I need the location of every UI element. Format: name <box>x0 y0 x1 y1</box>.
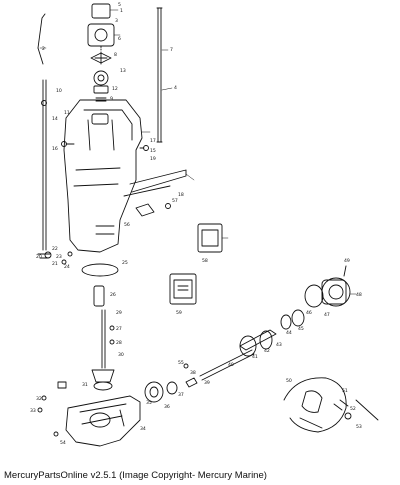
propeller-shaft <box>144 349 255 403</box>
callout-10: 10 <box>56 88 62 94</box>
lower-gear-case <box>37 381 141 447</box>
callout-20: 20 <box>36 254 42 260</box>
callout-42: 42 <box>264 348 270 354</box>
callout-51: 51 <box>342 388 348 394</box>
callout-48: 48 <box>356 292 362 298</box>
callout-9: 9 <box>110 96 113 102</box>
callout-31: 31 <box>82 382 88 388</box>
callout-2: 2 <box>42 46 45 52</box>
callout-16: 16 <box>52 146 58 152</box>
callout-3: 3 <box>115 18 118 24</box>
callout-43: 43 <box>276 342 282 348</box>
callout-36: 36 <box>164 404 170 410</box>
callout-23: 23 <box>56 254 62 260</box>
pinion-shaft <box>91 285 115 391</box>
callout-46: 46 <box>306 310 312 316</box>
o-ring <box>81 263 119 277</box>
callout-34: 34 <box>140 426 146 432</box>
callout-40: 40 <box>228 362 234 368</box>
gear-housing <box>63 99 187 253</box>
callout-14: 14 <box>52 116 58 122</box>
bearing-carrier-assembly <box>239 265 351 357</box>
callout-33: 33 <box>30 408 36 414</box>
callout-38: 38 <box>190 370 196 376</box>
callout-6: 6 <box>118 36 121 42</box>
exploded-parts-diagram: 1 2 3 4 5 6 7 8 9 10 11 12 13 14 15 16 1… <box>30 2 379 447</box>
callout-53: 53 <box>356 424 362 430</box>
callout-29: 29 <box>116 310 122 316</box>
callout-8: 8 <box>114 52 117 58</box>
callout-26: 26 <box>110 292 116 298</box>
decal-plates <box>169 223 223 305</box>
callout-25: 25 <box>122 260 128 266</box>
callout-18: 18 <box>178 192 184 198</box>
water-pump-assembly <box>87 3 115 102</box>
image-caption: MercuryPartsOnline v2.5.1 (Image Copyrig… <box>4 470 267 481</box>
callout-1: 1 <box>120 8 123 14</box>
callout-55: 55 <box>178 360 184 366</box>
callout-50: 50 <box>286 378 292 384</box>
housing-fasteners <box>44 141 171 265</box>
leader-lines <box>39 9 357 295</box>
callout-numbers: 1 2 3 4 5 6 7 8 9 10 11 12 13 14 15 16 1… <box>30 2 362 446</box>
callout-24: 24 <box>64 264 70 270</box>
callout-13: 13 <box>120 68 126 74</box>
callout-39: 39 <box>204 380 210 386</box>
callout-27: 27 <box>116 326 122 332</box>
callout-35: 35 <box>146 400 152 406</box>
shift-rod <box>37 13 51 259</box>
callout-19: 19 <box>150 156 156 162</box>
callout-58: 58 <box>202 258 208 264</box>
callout-47: 47 <box>324 312 330 318</box>
callout-12: 12 <box>112 86 118 92</box>
callout-5: 5 <box>118 2 121 8</box>
callout-11: 11 <box>64 110 70 116</box>
driveshaft <box>156 7 163 143</box>
callout-28: 28 <box>116 340 122 346</box>
callout-7: 7 <box>170 47 173 53</box>
callout-15: 15 <box>150 148 156 154</box>
callout-4: 4 <box>174 85 177 91</box>
callout-49: 49 <box>344 258 350 264</box>
callout-41: 41 <box>252 354 258 360</box>
callout-56: 56 <box>124 222 130 228</box>
inset-detail <box>283 377 379 433</box>
callout-45: 45 <box>298 326 304 332</box>
callout-22: 22 <box>52 246 58 252</box>
callout-44: 44 <box>286 330 292 336</box>
callout-59: 59 <box>176 310 182 316</box>
callout-52: 52 <box>350 406 356 412</box>
callout-17: 17 <box>150 138 156 144</box>
callout-54: 54 <box>60 440 66 446</box>
callout-37: 37 <box>178 392 184 398</box>
callout-30: 30 <box>118 352 124 358</box>
callout-32: 32 <box>36 396 42 402</box>
callout-57: 57 <box>172 198 178 204</box>
callout-21: 21 <box>52 261 58 267</box>
